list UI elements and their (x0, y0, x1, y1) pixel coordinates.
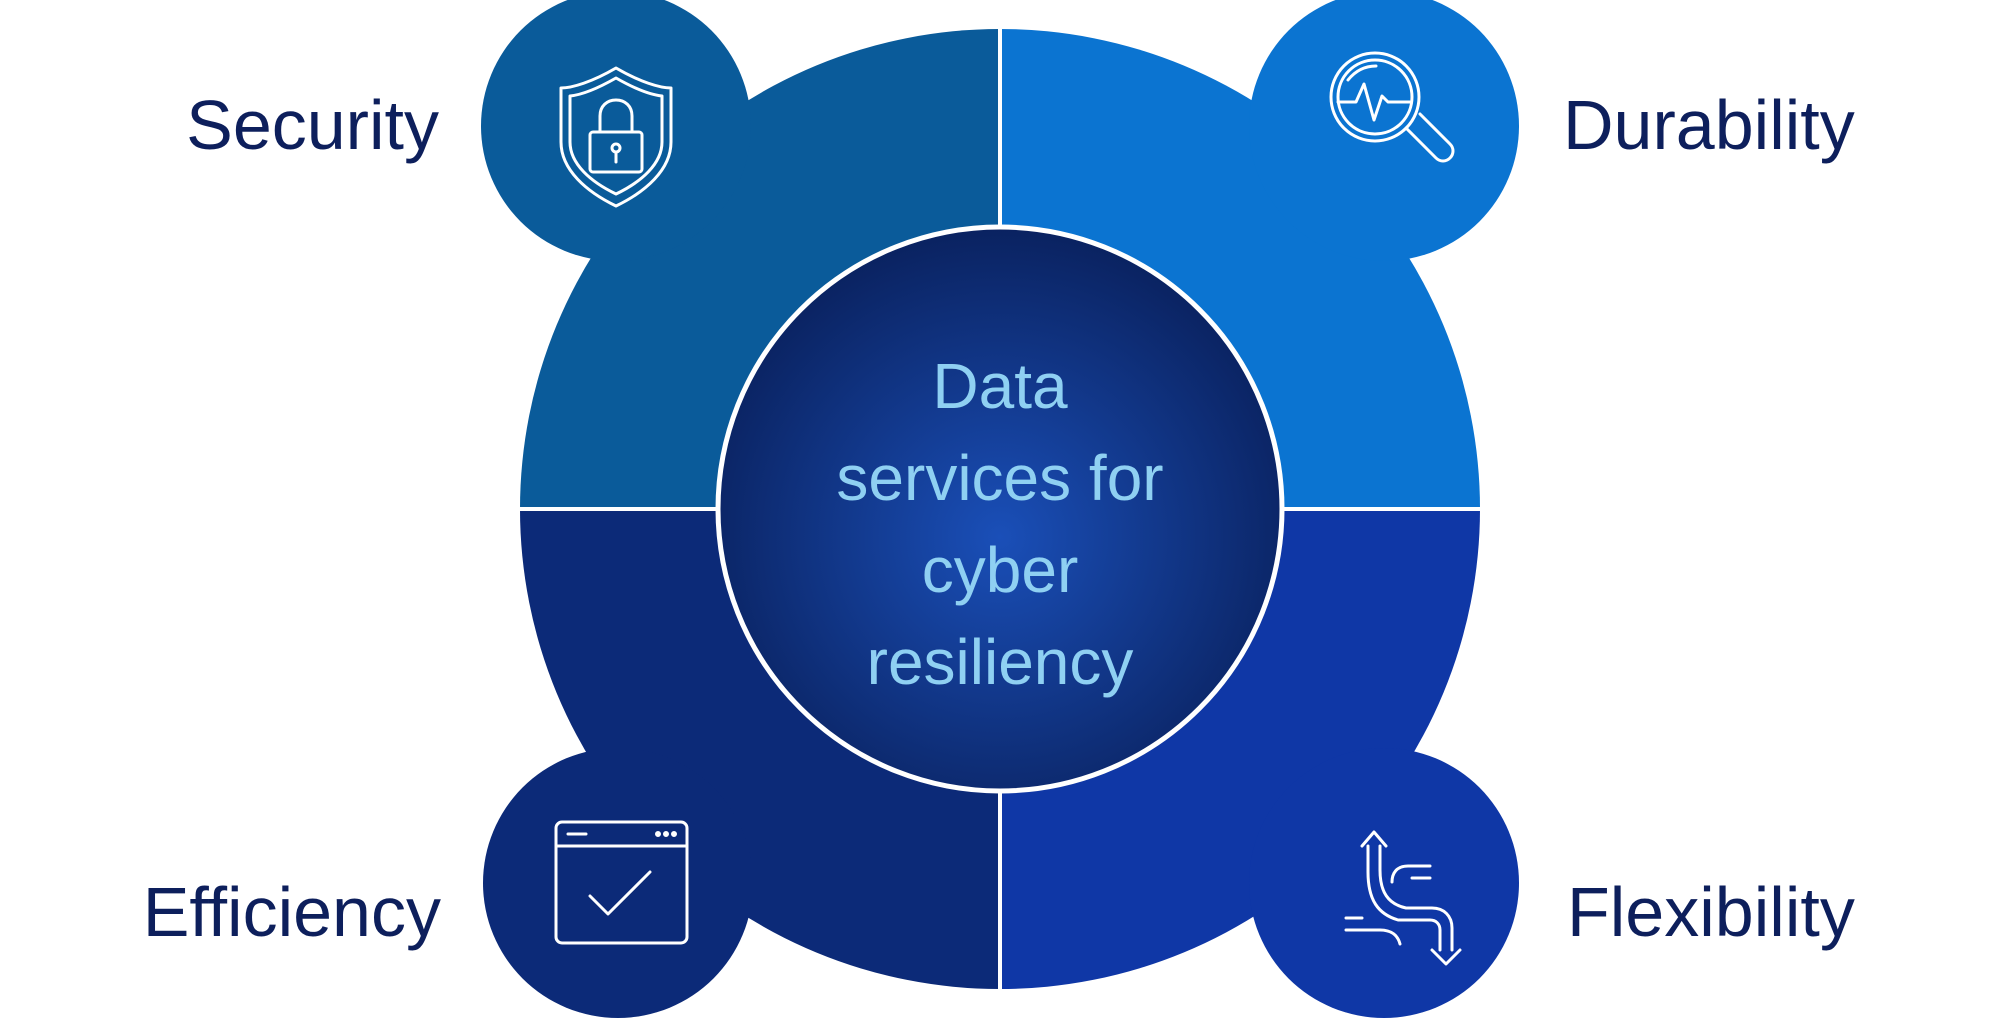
center-circle (715, 224, 1285, 794)
durability-label: Durability (1563, 86, 1855, 164)
shield-lock-icon (559, 66, 673, 208)
center-title-line-1: Data (932, 350, 1068, 422)
efficiency-label: Efficiency (142, 873, 441, 951)
center-title-line-4: resiliency (866, 626, 1134, 698)
security-label: Security (186, 86, 439, 164)
window-checkmark-icon (554, 820, 689, 945)
center-title-line-3: cyber (921, 534, 1079, 606)
flexibility-label: Flexibility (1567, 873, 1855, 951)
magnifier-pulse-icon (1329, 51, 1455, 163)
center-title-line-2: services for (836, 442, 1164, 514)
center-title: Data services for cyber resiliency (760, 340, 1240, 708)
crossing-arrows-icon (1344, 830, 1462, 966)
